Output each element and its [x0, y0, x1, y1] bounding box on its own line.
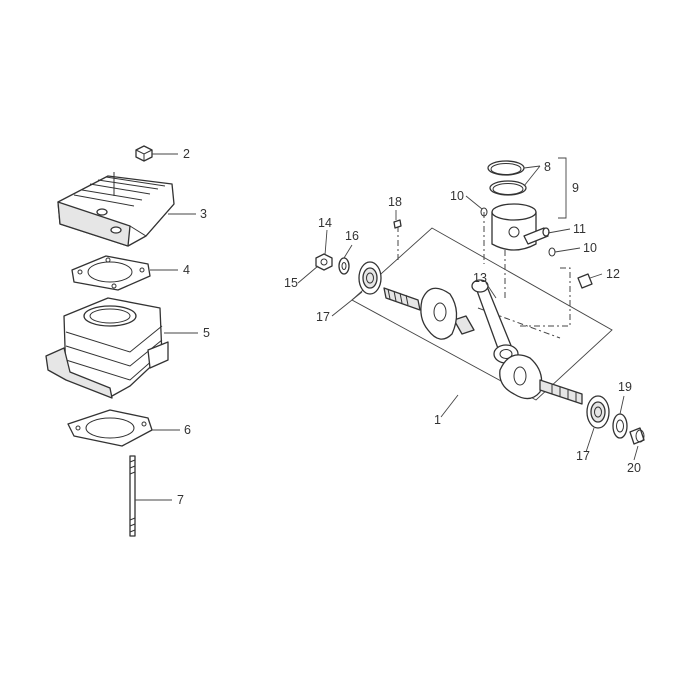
part-19-oil-seal[interactable] [612, 413, 628, 439]
callout-labels: 2 3 4 5 6 7 1 8 9 10 11 10 12 13 14 15 1… [177, 147, 641, 507]
callout-20: 20 [627, 461, 641, 475]
callout-6: 6 [184, 423, 191, 437]
callout-17-left: 17 [316, 310, 330, 324]
callout-1: 1 [434, 413, 441, 427]
callout-9: 9 [572, 181, 579, 195]
callout-11: 11 [573, 222, 586, 236]
bracket-9 [558, 157, 567, 219]
part-16-washer[interactable] [338, 257, 350, 275]
part-17-bearing-left[interactable] [358, 261, 382, 295]
callout-19: 19 [618, 380, 632, 394]
callout-3: 3 [200, 207, 207, 221]
callout-10-upper: 10 [450, 189, 464, 203]
part-4-head-gasket[interactable] [71, 255, 151, 291]
part-5-cylinder[interactable] [45, 297, 169, 399]
part-12-bushing[interactable] [577, 273, 593, 289]
part-10-circlip-upper[interactable] [480, 207, 488, 217]
part-17-bearing-right[interactable] [586, 395, 610, 429]
crankshaft-assembly-frame [351, 227, 613, 401]
part-18-woodruff-key[interactable] [393, 219, 402, 229]
part-11-piston-pin[interactable] [523, 227, 550, 245]
callout-4: 4 [183, 263, 190, 277]
callout-13: 13 [473, 271, 487, 285]
part-13-connecting-rod[interactable] [453, 279, 519, 364]
part-14-nut[interactable] [315, 253, 333, 271]
callout-10-lower: 10 [583, 241, 597, 255]
part-6-base-gasket[interactable] [67, 409, 153, 447]
callout-7: 7 [177, 493, 184, 507]
callout-12: 12 [606, 267, 620, 281]
part-20-spacer[interactable] [629, 427, 645, 445]
callout-15: 15 [284, 276, 298, 290]
callout-18: 18 [388, 195, 402, 209]
callout-14: 14 [318, 216, 332, 230]
part-3-cylinder-head[interactable] [57, 172, 175, 247]
callout-8: 8 [544, 160, 551, 174]
piston[interactable] [491, 203, 537, 251]
callout-16: 16 [345, 229, 359, 243]
callout-17-right: 17 [576, 449, 590, 463]
part-1-crankshaft[interactable] [383, 287, 583, 405]
part-2-spark-plug[interactable] [135, 145, 153, 162]
part-10-circlip-lower[interactable] [548, 247, 556, 257]
part-8-piston-rings[interactable] [487, 160, 527, 196]
leader-lines [135, 153, 639, 501]
part-7-stud-bolt[interactable] [129, 455, 136, 537]
callout-5: 5 [203, 326, 210, 340]
callout-2: 2 [183, 147, 190, 161]
